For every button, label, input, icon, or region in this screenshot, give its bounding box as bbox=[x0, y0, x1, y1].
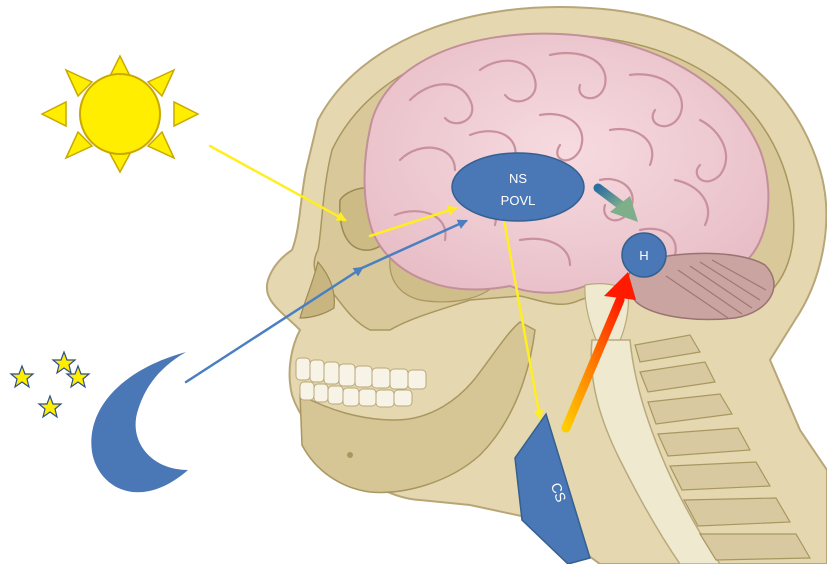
ns-label: NS bbox=[509, 171, 527, 186]
ns-povl-node bbox=[452, 153, 584, 221]
mental-foramen bbox=[347, 452, 353, 458]
moon-icon bbox=[91, 352, 188, 492]
sun-icon bbox=[42, 56, 198, 172]
h-label: H bbox=[639, 248, 648, 263]
povl-label: POVL bbox=[501, 193, 536, 208]
star-icon bbox=[11, 352, 89, 417]
